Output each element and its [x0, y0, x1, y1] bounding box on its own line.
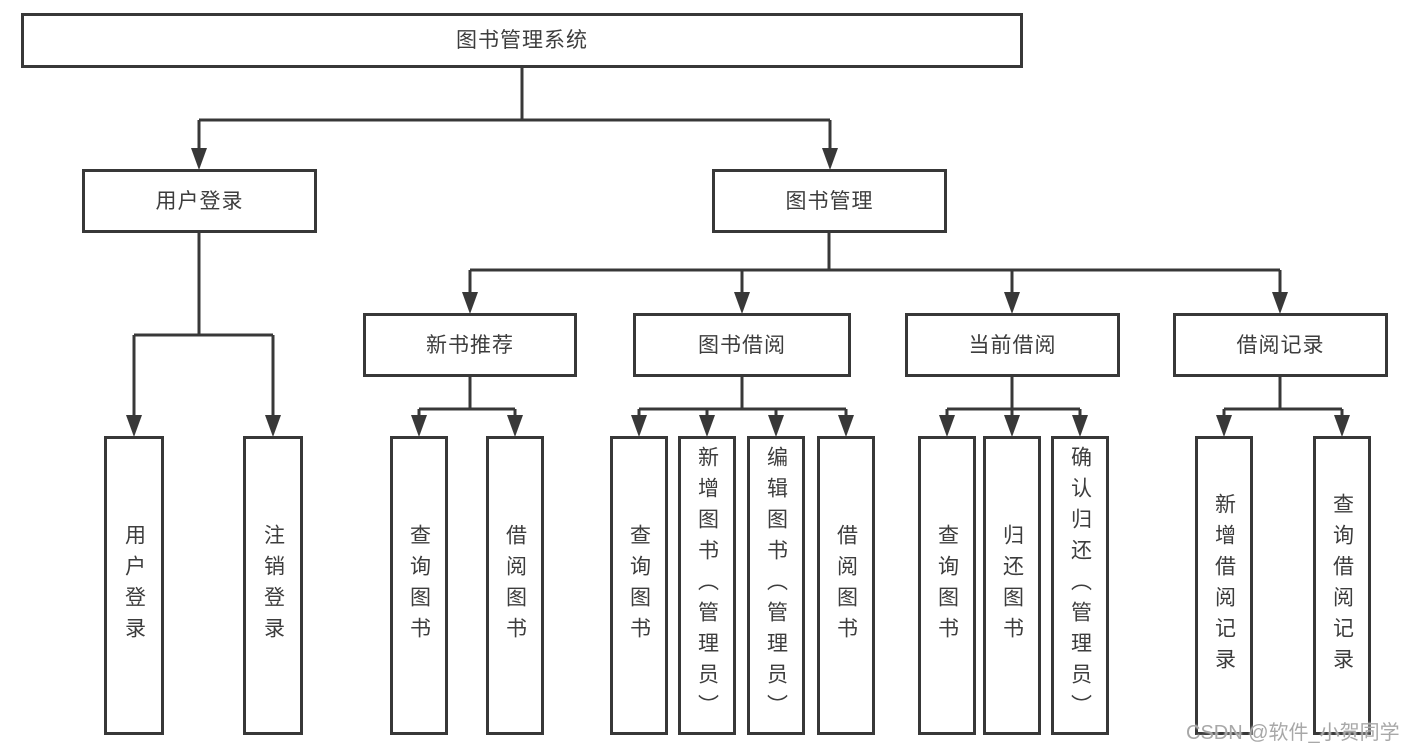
arrow-icon — [462, 292, 478, 314]
leaf-query-borrow-record: 查询借阅记录 — [1313, 436, 1371, 735]
arrow-icon — [768, 415, 784, 437]
leaf-query-books-recommend: 查询图书 — [390, 436, 448, 735]
leaf-logout: 注销登录 — [243, 436, 303, 735]
connector-root-to-level2 — [197, 68, 832, 150]
arrow-icon — [1004, 415, 1020, 437]
leaf-user-login: 用户登录 — [104, 436, 164, 735]
arrow-icon — [734, 292, 750, 314]
node-user-login: 用户登录 — [82, 169, 317, 233]
node-current-borrow: 当前借阅 — [905, 313, 1120, 377]
node-borrow-records: 借阅记录 — [1173, 313, 1388, 377]
leaf-borrow-books-recommend: 借阅图书 — [486, 436, 544, 735]
node-root: 图书管理系统 — [21, 13, 1023, 68]
connector-current-to-leaves — [945, 377, 1082, 418]
leaf-add-borrow-record: 新增借阅记录 — [1195, 436, 1253, 735]
connector-login-to-leaves — [132, 233, 275, 416]
node-book-management: 图书管理 — [712, 169, 947, 233]
arrow-icon — [1216, 415, 1232, 437]
arrow-icon — [822, 148, 838, 170]
connector-recommend-to-leaves — [417, 377, 517, 418]
arrow-icon — [699, 415, 715, 437]
node-book-borrow: 图书借阅 — [633, 313, 851, 377]
arrow-icon — [1004, 292, 1020, 314]
arrow-icon — [1072, 415, 1088, 437]
arrow-icon — [126, 415, 142, 437]
leaf-edit-books-admin: 编辑图书（管理员） — [747, 436, 805, 735]
arrow-icon — [1272, 292, 1288, 314]
leaf-query-books-borrow: 查询图书 — [610, 436, 668, 735]
node-new-book-recommend: 新书推荐 — [363, 313, 577, 377]
leaf-query-books-current: 查询图书 — [918, 436, 976, 735]
arrow-icon — [838, 415, 854, 437]
leaf-add-books-admin: 新增图书（管理员） — [678, 436, 736, 735]
connector-management-to-groups — [468, 233, 1282, 295]
arrow-icon — [191, 148, 207, 170]
arrow-icon — [631, 415, 647, 437]
leaf-return-books: 归还图书 — [983, 436, 1041, 735]
arrowheads — [126, 148, 1350, 437]
watermark: CSDN @软件_小贺同学 — [1186, 722, 1400, 744]
connector-borrow-to-leaves — [637, 377, 848, 418]
leaf-borrow-books: 借阅图书 — [817, 436, 875, 735]
arrow-icon — [411, 415, 427, 437]
arrow-icon — [265, 415, 281, 437]
leaf-confirm-return-admin: 确认归还（管理员） — [1051, 436, 1109, 735]
arrow-icon — [1334, 415, 1350, 437]
connector-records-to-leaves — [1222, 377, 1344, 418]
arrow-icon — [939, 415, 955, 437]
arrow-icon — [507, 415, 523, 437]
